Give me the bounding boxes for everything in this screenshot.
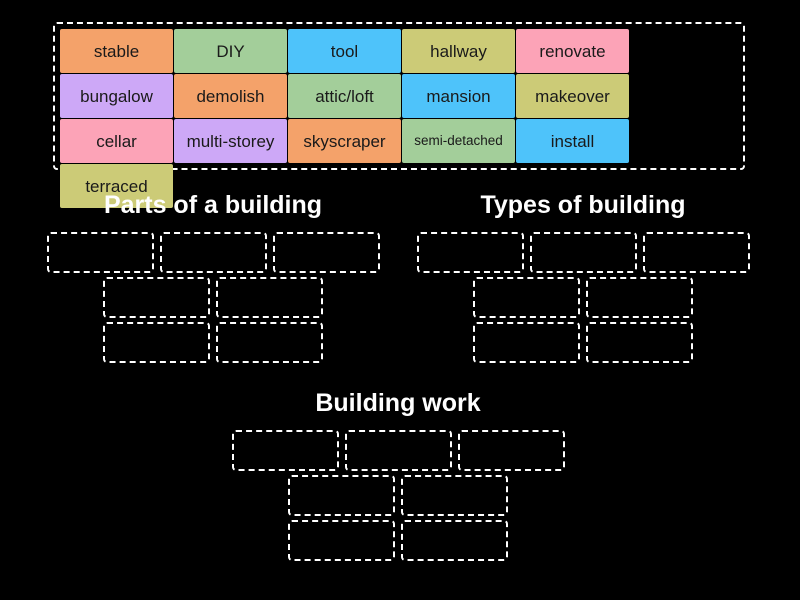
drop-slot[interactable] xyxy=(401,519,508,561)
word-tile[interactable]: stable xyxy=(60,29,173,73)
word-tile[interactable]: attic/loft xyxy=(288,74,401,118)
word-tile[interactable]: install xyxy=(516,119,629,163)
slot-row xyxy=(228,474,568,520)
drop-slot[interactable] xyxy=(473,321,580,363)
slot-row xyxy=(43,321,383,367)
group-building-work: Building work xyxy=(228,389,568,565)
word-tile[interactable]: demolish xyxy=(174,74,287,118)
slot-row xyxy=(43,276,383,322)
drop-slot[interactable] xyxy=(216,276,323,318)
drop-slot[interactable] xyxy=(416,231,524,273)
drop-slot[interactable] xyxy=(457,429,565,471)
drop-slot[interactable] xyxy=(473,276,580,318)
word-tile[interactable]: cellar xyxy=(60,119,173,163)
drop-slot[interactable] xyxy=(586,276,693,318)
drop-slot[interactable] xyxy=(642,231,750,273)
drop-slot[interactable] xyxy=(586,321,693,363)
word-tile[interactable]: tool xyxy=(288,29,401,73)
drop-slot[interactable] xyxy=(159,231,267,273)
drop-slot[interactable] xyxy=(288,474,395,516)
slot-row xyxy=(413,231,753,277)
slot-row xyxy=(413,321,753,367)
drop-slot[interactable] xyxy=(529,231,637,273)
word-tile[interactable]: multi-storey xyxy=(174,119,287,163)
group-title-parts: Parts of a building xyxy=(103,191,323,219)
word-tile[interactable]: makeover xyxy=(516,74,629,118)
word-tile[interactable]: bungalow xyxy=(60,74,173,118)
drop-slot[interactable] xyxy=(103,276,210,318)
group-title-work: Building work xyxy=(315,389,481,417)
drop-slot[interactable] xyxy=(288,519,395,561)
word-tile[interactable]: mansion xyxy=(402,74,515,118)
slot-row xyxy=(228,429,568,475)
slot-grid-parts xyxy=(43,231,383,367)
drop-slot[interactable] xyxy=(344,429,452,471)
slot-row xyxy=(43,231,383,277)
drop-slot[interactable] xyxy=(272,231,380,273)
drop-slot[interactable] xyxy=(231,429,339,471)
group-parts-of-a-building: Parts of a building xyxy=(43,191,383,367)
word-tile[interactable]: hallway xyxy=(402,29,515,73)
word-tile[interactable]: semi-detached xyxy=(402,119,515,163)
drop-slot[interactable] xyxy=(46,231,154,273)
drop-slot[interactable] xyxy=(216,321,323,363)
slot-grid-types xyxy=(413,231,753,367)
slot-row xyxy=(228,519,568,565)
drop-slot[interactable] xyxy=(103,321,210,363)
word-tile[interactable]: skyscraper xyxy=(288,119,401,163)
slot-grid-work xyxy=(228,429,568,565)
word-tile[interactable]: renovate xyxy=(516,29,629,73)
drop-slot[interactable] xyxy=(401,474,508,516)
slot-row xyxy=(413,276,753,322)
group-title-types: Types of building xyxy=(480,191,686,219)
group-types-of-building: Types of building xyxy=(413,191,753,367)
word-tile[interactable]: terraced xyxy=(60,164,173,208)
word-tile[interactable]: DIY xyxy=(174,29,287,73)
